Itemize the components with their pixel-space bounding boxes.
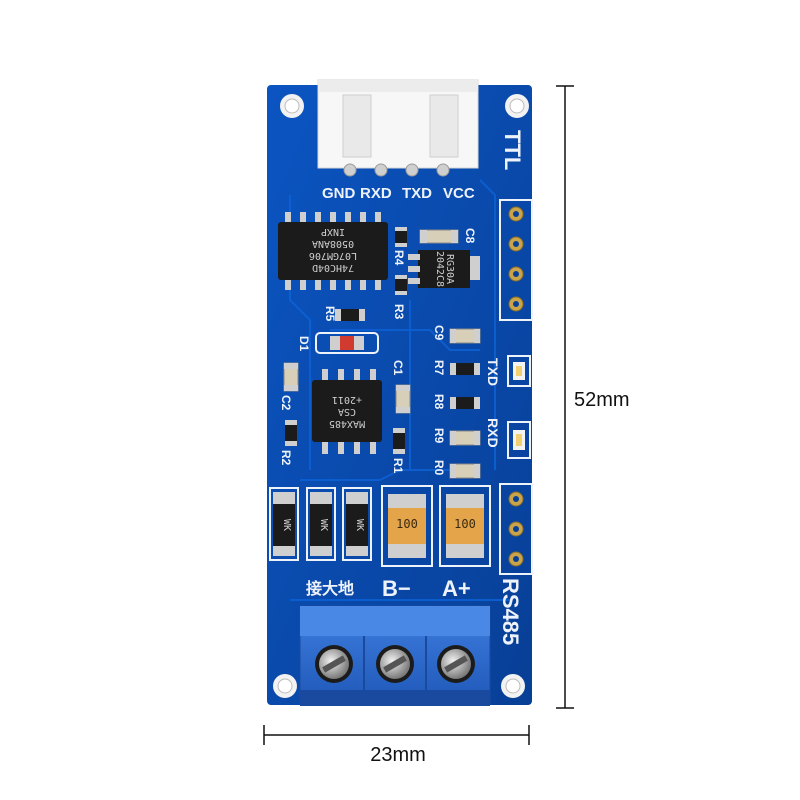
- mounting-hole: [280, 94, 304, 118]
- capacitor-c8: [419, 229, 459, 244]
- screw-terminal: [299, 605, 491, 706]
- regulator-marking-line1: RG30A: [444, 254, 455, 284]
- resistor-r1: [393, 428, 405, 454]
- fuse: 100: [381, 485, 433, 567]
- led-label-txd: TXD: [485, 358, 501, 386]
- terminal-label-a: A+: [442, 576, 471, 601]
- diode-d1: [315, 332, 379, 354]
- screw: [437, 645, 475, 683]
- pin-label-rxd: RXD: [360, 185, 392, 202]
- pin-label-txd: TXD: [402, 185, 432, 202]
- mounting-hole: [273, 674, 297, 698]
- fuse-marking: 100: [396, 517, 418, 531]
- designator-c1: C1: [391, 360, 405, 376]
- ttl-jst-connector: [317, 79, 479, 177]
- resistor-r5: [335, 309, 365, 321]
- designator-r1: R1: [391, 458, 405, 474]
- height-dimension: [556, 85, 574, 709]
- rs485-label: RS485: [498, 578, 523, 645]
- designator-r0: R0: [432, 460, 446, 476]
- led-rxd: [507, 421, 531, 459]
- designator-c8: C8: [463, 228, 477, 244]
- capacitor-r0: [449, 463, 481, 479]
- u2-marking-line1: MAX485: [329, 418, 365, 429]
- fuse-marking: 100: [454, 517, 476, 531]
- designator-r3: R3: [392, 304, 406, 320]
- u2-marking-line3: +2011: [332, 394, 362, 405]
- capacitor-r9: [449, 430, 481, 446]
- screw: [376, 645, 414, 683]
- capacitor-c2: [283, 362, 299, 392]
- ttl-pin-header: [499, 199, 533, 321]
- fuse: 100: [439, 485, 491, 567]
- ttl-label: TTL: [500, 130, 525, 170]
- u1-marking-line4: INXP: [321, 226, 345, 237]
- designator-r8: R8: [432, 394, 446, 410]
- resistor: [395, 275, 407, 295]
- u1-marking-line1: 74HC04D: [312, 262, 354, 273]
- u2-marking-line2: CSA: [338, 406, 356, 417]
- designator-r9: R9: [432, 428, 446, 444]
- tvs-diode: WK: [342, 487, 372, 561]
- tvs-marking: WK: [354, 519, 365, 531]
- mounting-hole: [501, 674, 525, 698]
- terminal-label-b: B−: [382, 576, 411, 601]
- designator-c2: C2: [279, 395, 293, 411]
- resistor-r8: [450, 397, 480, 409]
- designator-d1: D1: [297, 336, 311, 352]
- ic-max485: MAX485 CSA +2011: [312, 369, 382, 454]
- pin-label-gnd: GND: [322, 185, 356, 202]
- capacitor-c9: [449, 328, 481, 344]
- tvs-diode: WK: [306, 487, 336, 561]
- rs485-pin-header: [499, 483, 533, 575]
- designator-c9: C9: [432, 325, 446, 341]
- height-label: 52mm: [574, 389, 630, 411]
- regulator-marking-line2: 2042C8: [434, 251, 445, 287]
- resistor-r7: [450, 363, 480, 375]
- tvs-diode: WK: [269, 487, 299, 561]
- u1-marking-line3: 0508ANA: [312, 238, 354, 249]
- designator-r7: R7: [432, 360, 446, 376]
- capacitor-c1: [395, 384, 411, 414]
- u1-marking-line2: L07GM706: [309, 250, 357, 261]
- pin-label-vcc: VCC: [443, 185, 475, 202]
- led-label-rxd: RXD: [485, 418, 501, 448]
- ic-74hc04d: 74HC04D L07GM706 0508ANA INXP: [278, 212, 388, 290]
- voltage-regulator: RG30A 2042C8: [408, 250, 480, 288]
- screw: [315, 645, 353, 683]
- width-dimension: [263, 725, 530, 745]
- designator-r4: R4: [392, 250, 406, 266]
- tvs-marking: WK: [281, 519, 292, 531]
- ground-label: 接大地: [306, 579, 354, 598]
- mounting-hole: [505, 94, 529, 118]
- designator-r5: R5: [323, 306, 337, 322]
- width-label: 23mm: [370, 744, 426, 766]
- resistor-r2: [285, 420, 297, 446]
- tvs-marking: WK: [318, 519, 329, 531]
- led-txd: [507, 355, 531, 387]
- resistor: [395, 227, 407, 247]
- designator-r2: R2: [279, 450, 293, 466]
